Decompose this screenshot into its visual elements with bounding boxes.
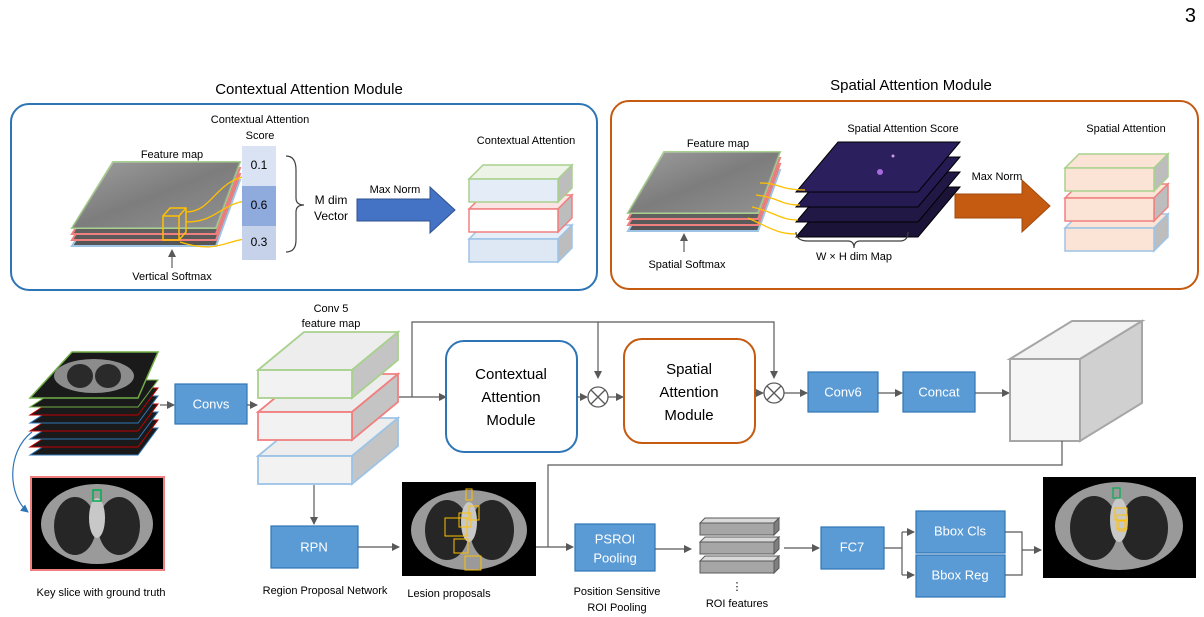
bbox-reg-block [915, 554, 1006, 598]
ctx-score-value: 0.1 [251, 158, 268, 172]
conv6-block [807, 371, 879, 413]
key-slice-caption: Key slice with ground truth [36, 587, 165, 599]
spa-map-dim-label: W × H dim Map [816, 251, 892, 263]
spatial-attention-block [623, 338, 756, 444]
roi-caption: ROI features [706, 598, 769, 610]
ctx-block-label-line2: Attention [481, 389, 540, 406]
spatial-module-border [610, 100, 1199, 290]
rpn-label: RPN [300, 539, 327, 554]
lesion-proposals-image [402, 482, 536, 576]
spatial-attention-module-panel: Spatial Attention Module Feature map Spa… [610, 77, 1199, 290]
spa-score-label: Spatial Attention Score [847, 123, 958, 135]
rpn-block [270, 525, 359, 569]
conv6-label: Conv6 [824, 384, 862, 399]
ctx-feature-map-stack [70, 161, 242, 247]
ctx-max-norm-label: Max Norm [370, 184, 421, 196]
psroi-label-line2: Pooling [593, 550, 636, 565]
multiply-operator-1 [587, 386, 609, 408]
spa-max-norm-arrow [954, 178, 1051, 234]
ctx-block-label-line3: Module [486, 412, 535, 429]
ctx-score-value: 0.6 [251, 198, 268, 212]
roi-dots: ⋮ [732, 581, 743, 593]
concat-label: Concat [918, 384, 960, 399]
roi-feature-stack [698, 516, 781, 575]
ctx-vector-brace [285, 155, 305, 253]
page-number: 3 [1185, 5, 1196, 27]
spa-output-stack [1063, 152, 1170, 253]
convs-block [174, 383, 248, 425]
key-slice-image [30, 476, 165, 571]
multiply-operator-2 [763, 382, 785, 404]
ctx-feature-map-label: Feature map [141, 149, 203, 161]
rpn-caption: Region Proposal Network [263, 585, 388, 597]
conv5-label-line1: Conv 5 [314, 303, 349, 315]
bbox-reg-label: Bbox Reg [931, 567, 988, 582]
detection-output-image [1043, 477, 1196, 578]
ctx-score-label-line2: Score [246, 130, 275, 142]
psroi-pooling-block [574, 523, 656, 572]
concat-block [902, 371, 976, 413]
psroi-caption-line1: Position Sensitive [574, 586, 661, 598]
spatial-module-title: Spatial Attention Module [830, 77, 992, 94]
contextual-module-border [10, 103, 598, 291]
spa-map-brace [795, 231, 909, 249]
spa-feature-map-label: Feature map [687, 138, 749, 150]
lesion-caption: Lesion proposals [407, 588, 491, 600]
spa-feature-map-stack [626, 151, 782, 232]
spa-output-label: Spatial Attention [1086, 123, 1166, 135]
ctx-vector-label-line1: M dim [315, 193, 348, 207]
conv5-feature-stack [255, 330, 401, 486]
contextual-module-title: Contextual Attention Module [215, 81, 403, 98]
convs-label: Convs [193, 396, 230, 411]
ctx-score-label-line1: Contextual Attention [211, 114, 309, 126]
concat-feature-cube [1006, 319, 1146, 443]
fc7-label: FC7 [840, 539, 865, 554]
spa-block-label-line2: Attention [659, 384, 718, 401]
ctx-block-label-line1: Contextual [475, 366, 547, 383]
ctx-output-stack [467, 163, 574, 264]
bbox-cls-label: Bbox Cls [934, 523, 987, 538]
spa-softmax-label: Spatial Softmax [648, 259, 726, 271]
psroi-label-line1: PSROI [595, 531, 635, 546]
contextual-attention-module-panel: Contextual Attention Module Feature map … [10, 81, 598, 291]
ctx-vector-label-line2: Vector [314, 209, 348, 223]
ctx-output-label: Contextual Attention [477, 135, 575, 147]
ctx-softmax-label: Vertical Softmax [132, 271, 212, 283]
spa-score-maps [794, 141, 962, 238]
psroi-caption-line2: ROI Pooling [587, 602, 646, 614]
spa-max-norm-label: Max Norm [972, 171, 1023, 183]
spa-block-label-line3: Module [664, 407, 713, 424]
ctx-max-norm-arrow [356, 185, 456, 235]
ctx-score-value: 0.3 [251, 235, 268, 249]
spa-block-label-line1: Spatial [666, 361, 712, 378]
ctx-score-vector: 0.1 0.6 0.3 [242, 146, 276, 260]
ct-slice-stack [28, 351, 160, 456]
conv5-label-line2: feature map [302, 318, 361, 330]
bbox-cls-block [915, 510, 1006, 554]
